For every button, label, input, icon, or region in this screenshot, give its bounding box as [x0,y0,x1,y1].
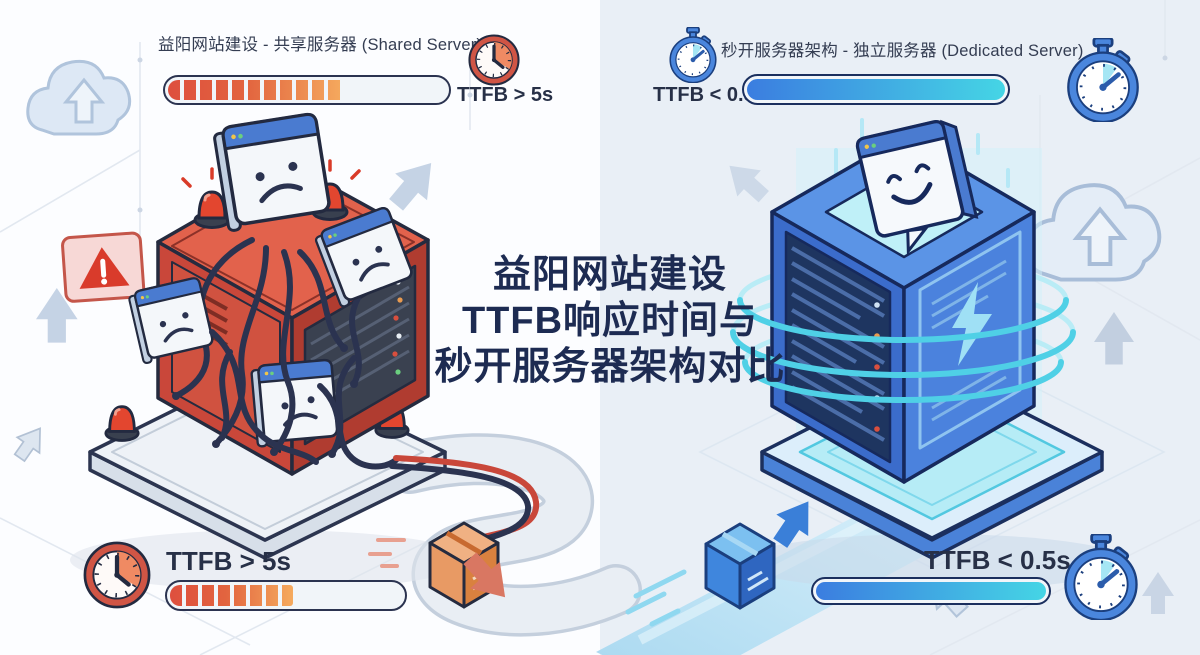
main-title-line2: TTFB响应时间与 [461,300,759,342]
sad-browser-window-icon [213,113,331,231]
speed-ring-icon [730,297,1076,403]
cloud-upload-icon [26,59,132,136]
cable-plugs [172,344,358,458]
alarm-clock-icon [83,541,151,609]
ttfb-bar-shared-bottom [165,580,407,611]
alarm-clock-icon [468,34,520,86]
main-title: 益阳网站建设 TTFB响应时间与 秒开服务器架构对比 [420,252,800,390]
stopwatch-icon [1064,534,1138,620]
ttfb-bar-dedicated-bottom-fill [816,582,1046,600]
slow-speed-lines [368,538,406,568]
dedicated-server-illustration [596,118,1129,655]
dedicated-ttfb-top-label: TTFB < 0.5s [653,84,766,106]
shared-header-label: 益阳网站建设 - 共享服务器 (Shared Server) [158,36,483,54]
warning-triangle-icon [61,231,146,303]
shared-ttfb-bottom-label: TTFB > 5s [166,546,291,576]
ttfb-bar-shared-top-fill [168,80,344,100]
main-title-line3: 秒开服务器架构对比 [434,346,786,388]
dedicated-header-label: 秒开服务器架构 - 独立服务器 (Dedicated Server) [721,42,1084,60]
ttfb-bar-dedicated-bottom [811,577,1051,605]
platform-shadow [70,530,470,590]
lightning-bolt-icon [952,282,992,366]
fast-speed-lines [625,569,687,627]
ttfb-bar-dedicated-top-fill [747,79,1005,100]
main-title-line1: 益阳网站建设 [492,254,727,296]
happy-browser-window-icon [855,119,979,256]
tangled-cables [209,249,399,470]
package-box-icon [428,521,500,609]
data-packet-icon [704,522,776,610]
shared-ttfb-top-label: TTFB > 5s [457,84,554,106]
platform-shadow [739,534,1129,590]
ttfb-bar-shared-bottom-fill [170,585,293,606]
ttfb-bar-shared-top [163,75,451,105]
shared-server-illustration [70,113,642,637]
dedicated-ttfb-bottom-label: TTFB < 0.5s [924,545,1071,575]
ttfb-bar-dedicated-top [742,74,1010,105]
stopwatch-icon [1067,38,1139,122]
stopwatch-icon [669,27,717,83]
